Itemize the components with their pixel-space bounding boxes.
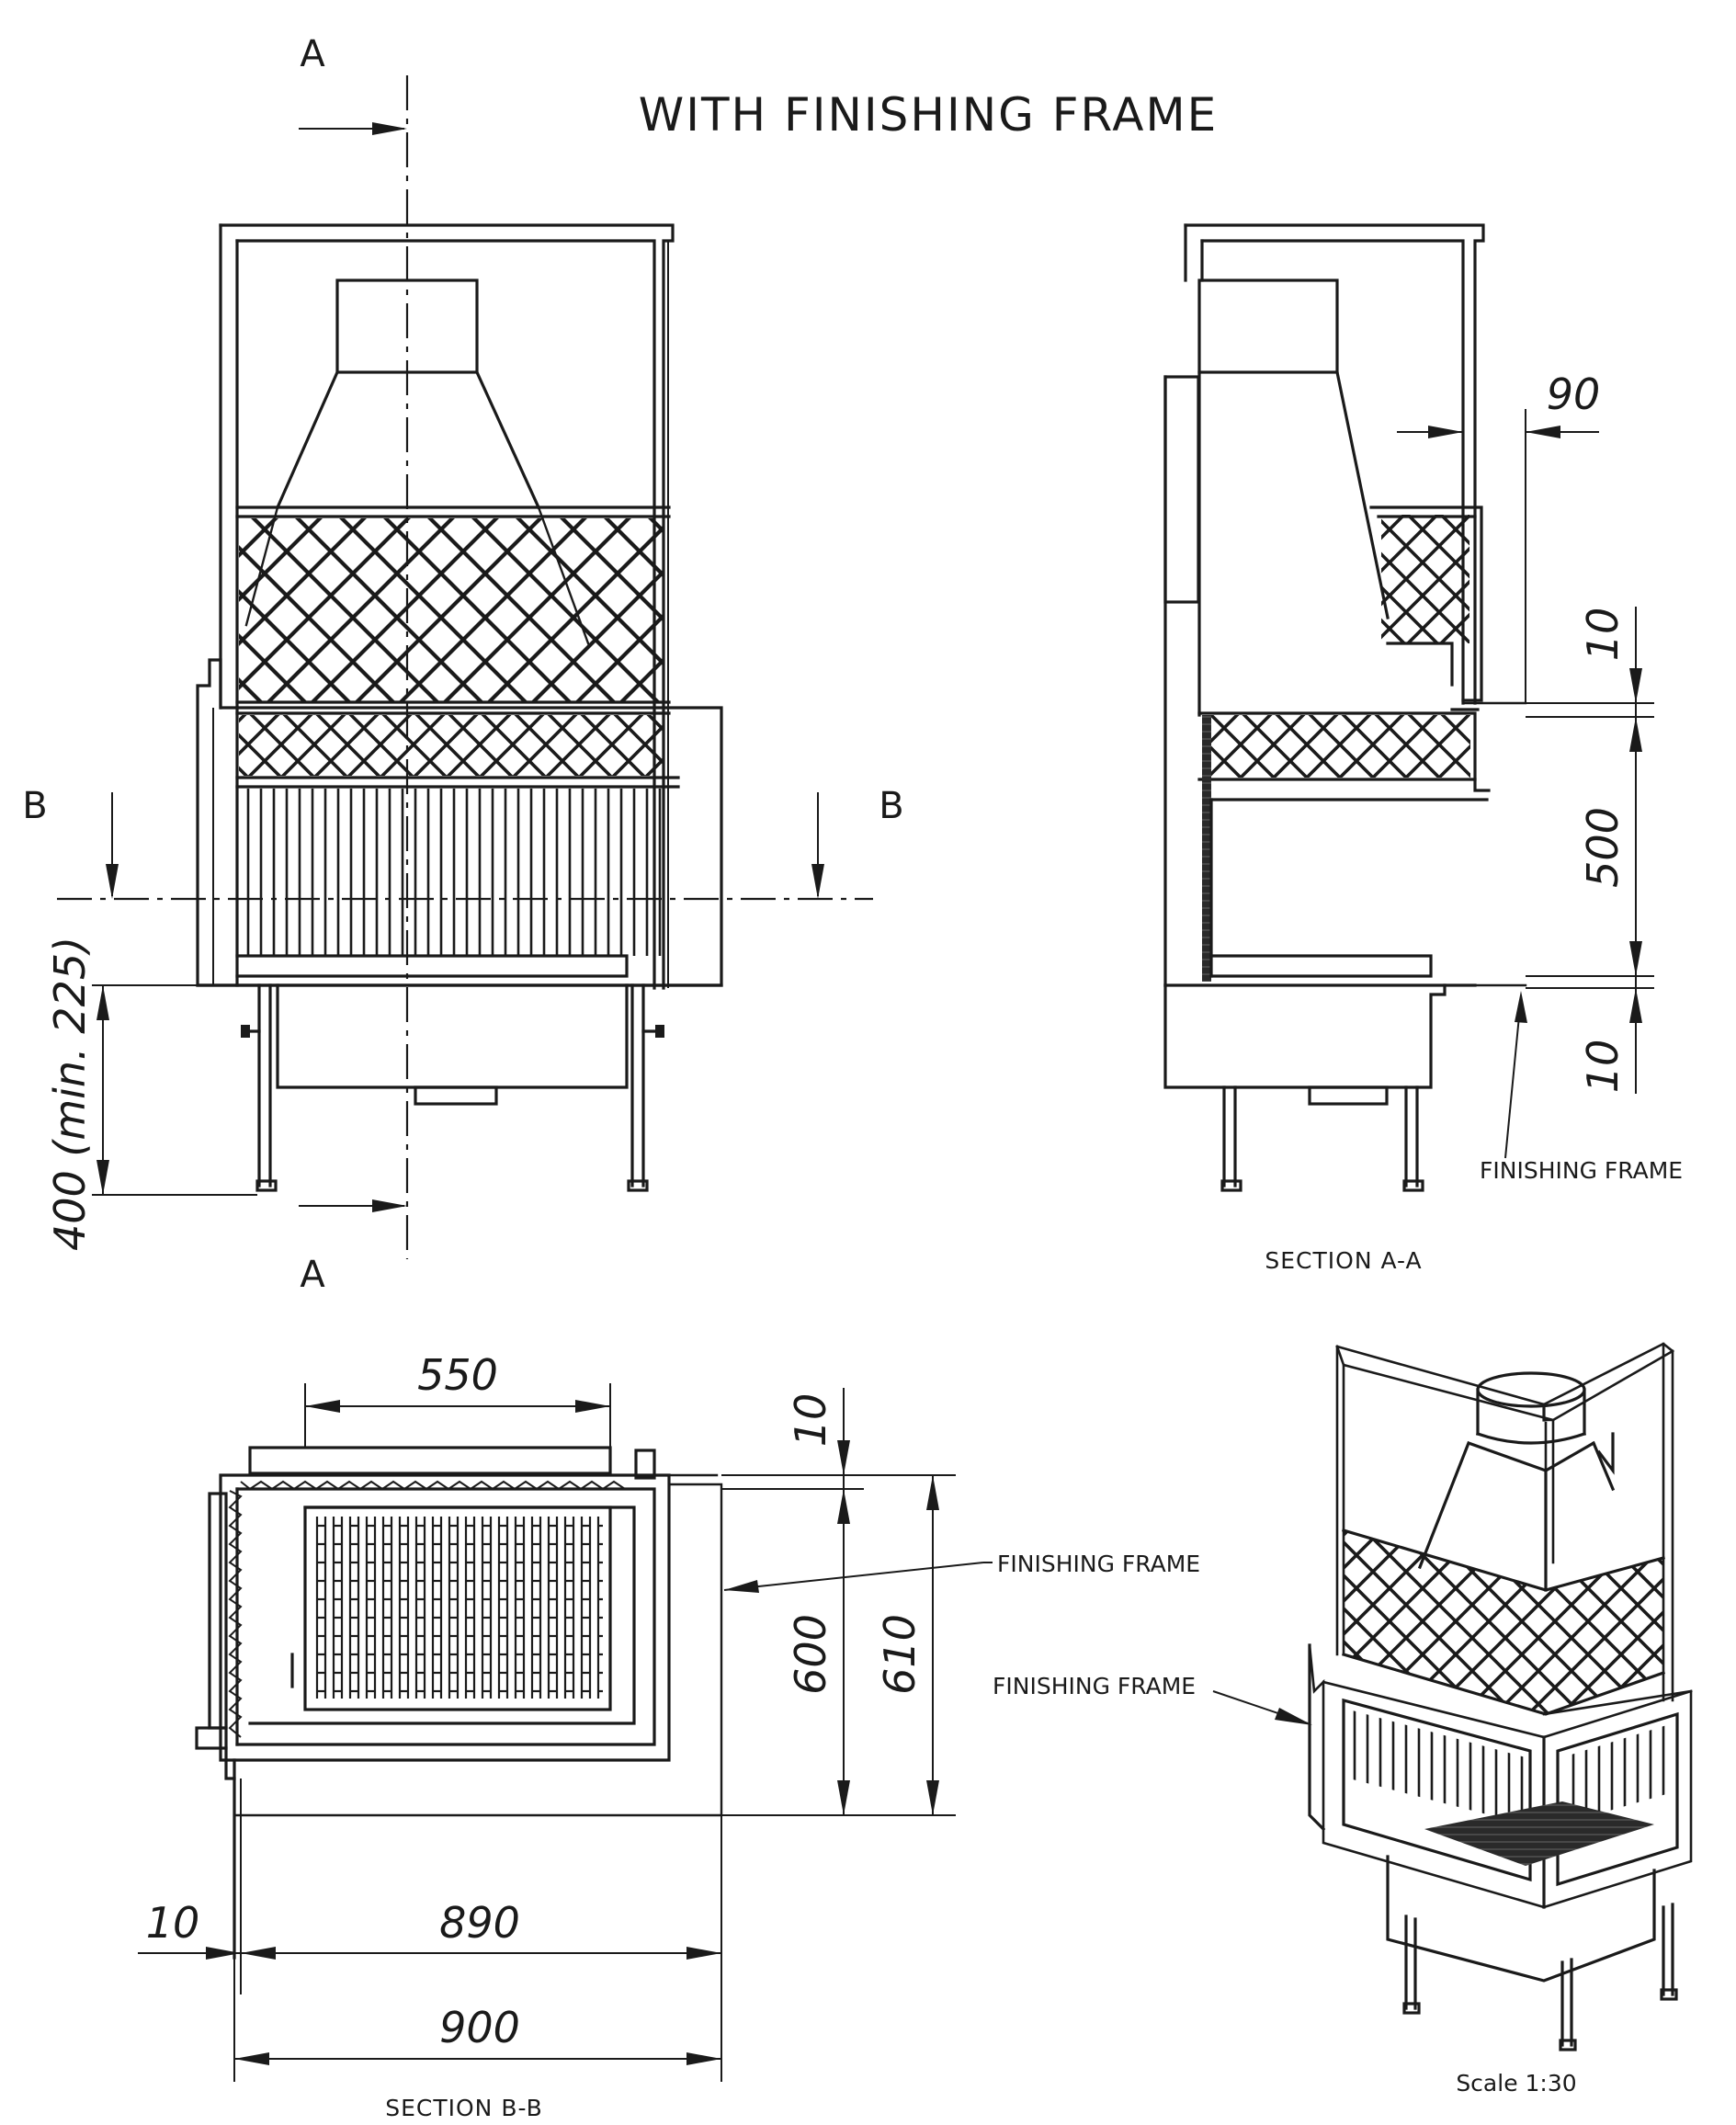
iso-scale: Scale 1:30	[1456, 2070, 1576, 2097]
aa-finishing-frame-label: FINISHING FRAME	[1480, 1157, 1683, 1184]
section-mark-a-top: A	[300, 33, 325, 75]
aa-dim-500: 500	[1578, 807, 1628, 888]
aa-dim-90: 90	[1547, 369, 1601, 419]
aa-caption: SECTION A-A	[1265, 1247, 1422, 1274]
section-mark-b-left: B	[22, 785, 47, 827]
aa-dim-10-bottom: 10	[1578, 1040, 1628, 1094]
isometric-view: FINISHING FRAME Scale 1:30	[993, 1342, 1693, 2097]
front-height-dimension: 400 (min. 225)	[45, 937, 95, 1251]
bb-dim-550: 550	[417, 1350, 498, 1400]
section-bb: 550 10 600 610 FINISHING FRAME 10 890 9	[138, 1350, 1200, 2121]
drawing-title: WITH FINISHING FRAME	[639, 88, 1218, 142]
section-aa: 90 10 500 10 FINISHING FRAME SECTION A-A	[1163, 223, 1683, 1274]
iso-finishing-frame-label: FINISHING FRAME	[993, 1673, 1196, 1699]
bb-dim-610: 610	[875, 1614, 925, 1695]
bb-finishing-frame-label: FINISHING FRAME	[997, 1551, 1200, 1577]
bb-dim-10-left: 10	[146, 1898, 200, 1948]
bb-dim-900: 900	[439, 2003, 520, 2052]
bb-caption: SECTION B-B	[385, 2095, 543, 2121]
section-mark-a-bottom: A	[300, 1254, 325, 1296]
front-view: 400 (min. 225)	[45, 75, 873, 1259]
aa-dim-10-top: 10	[1578, 608, 1628, 662]
bb-dim-10-top: 10	[786, 1393, 835, 1448]
bb-dim-600: 600	[786, 1614, 835, 1695]
bb-dim-890: 890	[439, 1898, 520, 1948]
section-mark-b-right: B	[879, 785, 903, 827]
